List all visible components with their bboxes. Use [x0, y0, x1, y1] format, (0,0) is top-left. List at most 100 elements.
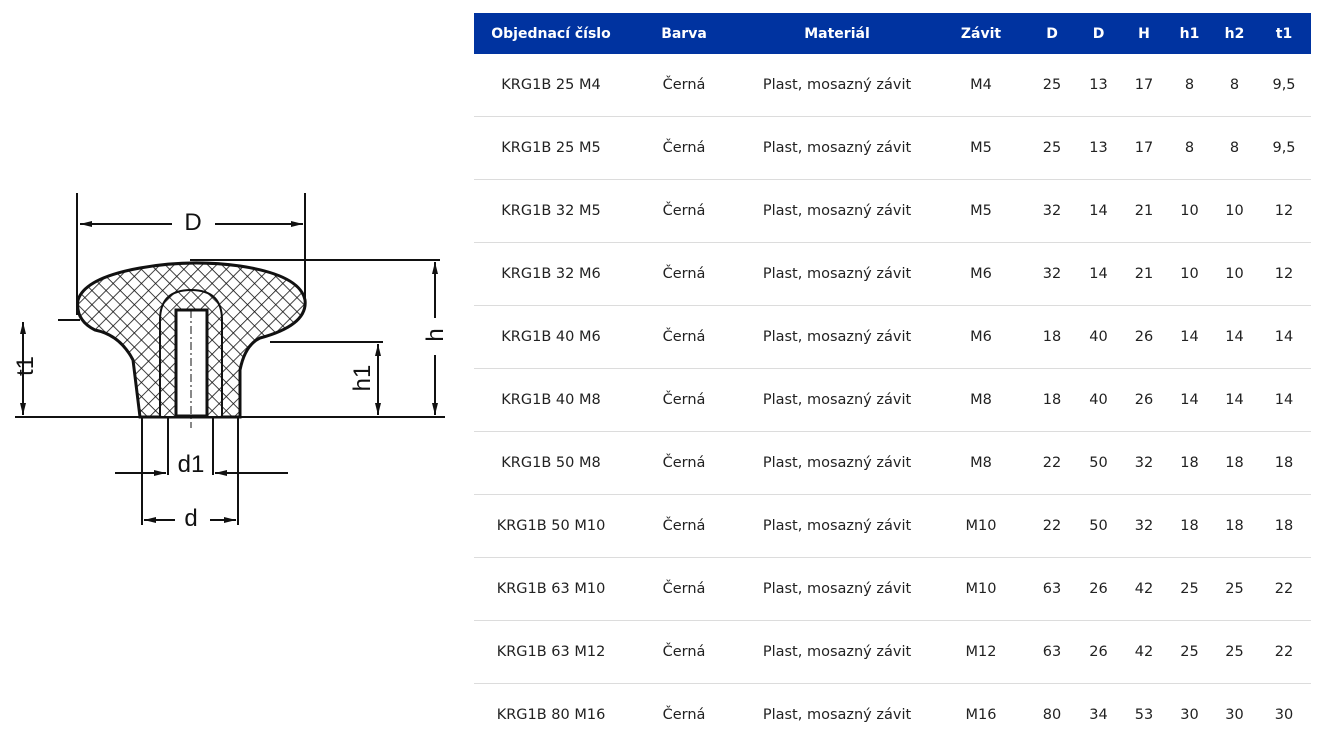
cell-D: 32	[1028, 242, 1076, 306]
cell-color: Černá	[662, 707, 706, 723]
cell-order-number: KRG1B 25 M5	[474, 116, 628, 180]
cell-h2: 8	[1212, 54, 1257, 117]
cell-material: Plast, mosazný závit	[740, 242, 934, 306]
label-D: D	[184, 209, 201, 236]
cell-t1: 22	[1257, 557, 1311, 621]
cell-thread: M6	[934, 305, 1028, 369]
cell-thread: M5	[934, 179, 1028, 243]
cell-H: 17	[1121, 116, 1167, 180]
cell-D: 18	[1028, 305, 1076, 369]
cell-h2: 18	[1212, 431, 1257, 495]
column-header-h2: h2	[1212, 13, 1257, 54]
cell-t1: 9,5	[1257, 116, 1311, 180]
cell-h1: 30	[1180, 707, 1199, 723]
cell-order-number: KRG1B 40 M8	[474, 368, 628, 432]
cell-t1: 22	[1257, 620, 1311, 684]
cell-material: Plast, mosazný závit	[740, 54, 934, 117]
cell-H: 42	[1121, 557, 1167, 621]
cell-color: Černá	[628, 54, 740, 117]
cell-h1: 18	[1167, 494, 1212, 558]
cell-D2: 26	[1076, 557, 1121, 621]
cell-H: 53	[1134, 707, 1154, 723]
column-header-D: D	[1028, 13, 1076, 54]
cell-material: Plast, mosazný závit	[740, 557, 934, 621]
cell-D2: 40	[1076, 305, 1121, 369]
cell-order-number: KRG1B 50 M10	[474, 494, 628, 558]
label-t1: t1	[12, 356, 39, 376]
cell-H: 32	[1121, 494, 1167, 558]
cell-D: 25	[1028, 54, 1076, 117]
cell-D2: 26	[1076, 620, 1121, 684]
cell-thread: M5	[934, 116, 1028, 180]
cell-h1: 18	[1167, 431, 1212, 495]
cell-material: Plast, mosazný závit	[740, 431, 934, 495]
cell-t1: 14	[1257, 305, 1311, 369]
cell-h2: 18	[1212, 494, 1257, 558]
cell-thread: M12	[934, 620, 1028, 684]
cell-H: 32	[1121, 431, 1167, 495]
cell-material: Plast, mosazný závit	[740, 179, 934, 243]
cell-D: 22	[1028, 431, 1076, 495]
cell-order-number: KRG1B 25 M4	[474, 54, 628, 117]
cell-h1: 14	[1167, 305, 1212, 369]
cell-thread: M10	[934, 494, 1028, 558]
cell-h1: 8	[1167, 54, 1212, 117]
cell-thread: M6	[934, 242, 1028, 306]
label-d: d	[184, 505, 197, 530]
cell-D2: 14	[1076, 179, 1121, 243]
cell-t1: 18	[1257, 494, 1311, 558]
cell-material: Plast, mosazný závit	[740, 368, 934, 432]
cell-h1: 25	[1167, 557, 1212, 621]
cell-color: Černá	[628, 368, 740, 432]
cell-h2: 8	[1212, 116, 1257, 180]
cell-D: 80	[1042, 707, 1062, 723]
cell-h2: 10	[1212, 242, 1257, 306]
knob-technical-drawing: D d1 d h h1 t1	[12, 193, 449, 530]
cell-order-number: KRG1B 32 M6	[474, 242, 628, 306]
cell-order-number: KRG1B 40 M6	[474, 305, 628, 369]
cell-h1: 25	[1167, 620, 1212, 684]
cell-H: 21	[1121, 179, 1167, 243]
cell-h2: 25	[1212, 557, 1257, 621]
cell-color: Černá	[628, 179, 740, 243]
column-header-h1: h1	[1167, 13, 1212, 54]
cell-h2: 25	[1212, 620, 1257, 684]
cell-thread: M16	[965, 707, 997, 723]
cell-h1: 10	[1167, 242, 1212, 306]
cell-H: 26	[1121, 305, 1167, 369]
cell-color: Černá	[628, 305, 740, 369]
cell-h2: 30	[1225, 707, 1244, 723]
cell-h1: 8	[1167, 116, 1212, 180]
cell-t1: 12	[1257, 179, 1311, 243]
cell-D: 32	[1028, 179, 1076, 243]
cell-D2: 13	[1076, 116, 1121, 180]
cell-D2: 34	[1089, 707, 1108, 723]
cell-D2: 50	[1076, 431, 1121, 495]
label-h1: h1	[349, 365, 376, 392]
cell-H: 17	[1121, 54, 1167, 117]
cell-order-number: KRG1B 50 M8	[474, 431, 628, 495]
column-header-thread: Závit	[934, 13, 1028, 54]
cell-D2: 40	[1076, 368, 1121, 432]
label-d1: d1	[178, 451, 205, 478]
cell-order-number: KRG1B 32 M5	[474, 179, 628, 243]
column-header-color: Barva	[628, 13, 740, 54]
cell-thread: M8	[934, 431, 1028, 495]
column-header-order-number: Objednací číslo	[474, 13, 628, 54]
cell-material: Plast, mosazný závit	[740, 620, 934, 684]
cell-t1: 14	[1257, 368, 1311, 432]
cell-color: Černá	[628, 242, 740, 306]
cell-t1: 9,5	[1257, 54, 1311, 117]
cell-thread: M4	[934, 54, 1028, 117]
cell-color: Černá	[628, 431, 740, 495]
cell-D: 63	[1028, 620, 1076, 684]
cell-h2: 14	[1212, 305, 1257, 369]
